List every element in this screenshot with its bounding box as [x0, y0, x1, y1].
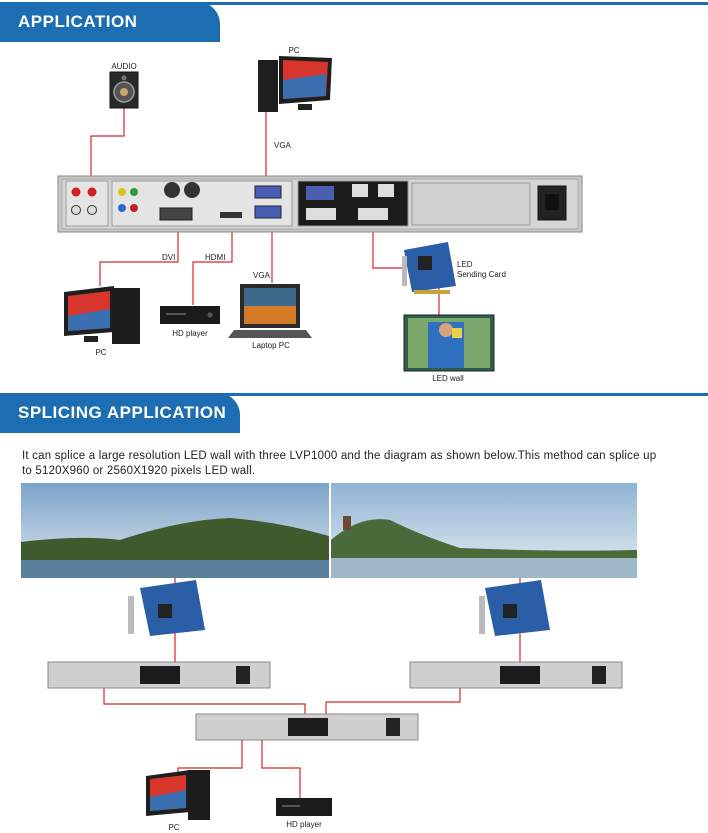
label-laptop-pc: Laptop PC: [252, 341, 290, 350]
label-pc-top: PC: [288, 46, 300, 55]
processor-center: [195, 713, 419, 741]
label-hd-player-splice: HD player: [286, 820, 322, 829]
hd-player-icon: [160, 306, 220, 324]
speaker-icon: [109, 71, 139, 109]
hdmi-wire: [192, 223, 233, 305]
label-hdmi: HDMI: [205, 253, 226, 262]
label-vga-mid: VGA: [253, 271, 270, 280]
label-sending-card: Sending Card: [457, 270, 506, 279]
description-text: It can splice a large resolution LED wal…: [22, 450, 657, 477]
label-hd-player: HD player: [172, 329, 208, 338]
wire-left-to-center: [103, 688, 306, 714]
label-audio: AUDIO: [111, 62, 137, 71]
led-wall-icon: [403, 314, 495, 372]
application-diagram: [57, 56, 583, 372]
pc-top-icon: [258, 56, 332, 112]
output-to-card-wire: [372, 223, 403, 269]
processor-front-panel: [57, 175, 583, 233]
laptop-icon: [228, 284, 312, 338]
label-vga-top: VGA: [274, 141, 291, 150]
panorama-left-image: [21, 483, 329, 578]
label-led-wall: LED wall: [432, 374, 464, 383]
sending-card-left-icon: [128, 580, 205, 636]
sending-card-icon: [402, 242, 456, 294]
pc-splice-icon: [146, 770, 210, 820]
header-rule: [0, 2, 708, 5]
panorama-right-image: [331, 483, 637, 578]
section-title: APPLICATION DIAGRAM: [0, 2, 220, 71]
label-led: LED: [457, 260, 473, 269]
processor-right: [409, 661, 623, 689]
label-pc-splice: PC: [168, 823, 180, 832]
label-dvi: DVI: [162, 253, 176, 262]
sending-card-right-icon: [479, 580, 550, 636]
section-title: SPLICING APPLICATION: [0, 393, 240, 433]
pc-bottom-icon: [64, 286, 140, 344]
splicing-diagram: [21, 483, 637, 820]
header-rule: [0, 393, 708, 396]
hd-player-splice-icon: [276, 798, 332, 816]
application-diagram-header: APPLICATION DIAGRAM: [0, 2, 708, 71]
wire-right-to-center: [325, 688, 461, 714]
audio-wire: [90, 108, 125, 178]
splicing-application-header: SPLICING APPLICATION: [0, 393, 708, 433]
processor-left: [47, 661, 271, 689]
label-pc-bottom: PC: [95, 348, 107, 357]
dvi-wire: [99, 223, 179, 286]
wire-center-to-player: [261, 738, 301, 798]
